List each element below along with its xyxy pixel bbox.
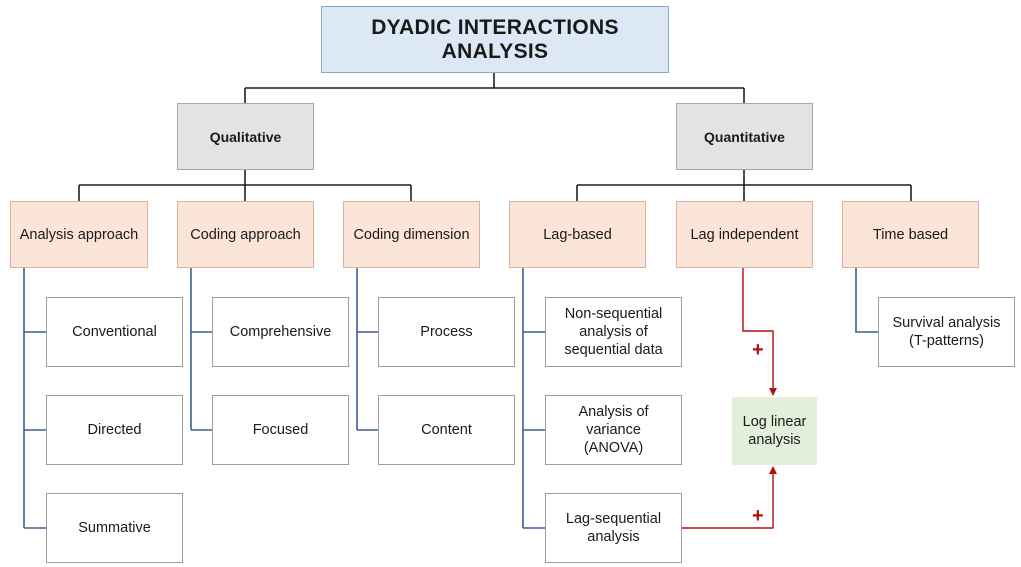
tree-lines [78,73,912,201]
survival-analysis-node: Survival analysis (T-patterns) [878,297,1015,367]
qualitative-node: Qualitative [177,103,314,170]
coding-approach-node: Coding approach [177,201,314,268]
coding-dimension-node: Coding dimension [343,201,480,268]
process-node: Process [378,297,515,367]
analysis-approach-node: Analysis approach [10,201,148,268]
branch-lines [23,268,878,529]
content-node: Content [378,395,515,465]
non-sequential-analysis-node: Non-sequential analysis of sequential da… [545,297,682,367]
log-linear-analysis-node: Log linear analysis [732,397,817,465]
focused-node: Focused [212,395,349,465]
summative-node: Summative [46,493,183,563]
plus-sign-upper: + [752,339,764,361]
lag-sequential-analysis-node: Lag-sequential analysis [545,493,682,563]
quantitative-node: Quantitative [676,103,813,170]
directed-node: Directed [46,395,183,465]
log-linear-arrows [682,268,777,529]
comprehensive-node: Comprehensive [212,297,349,367]
lag-independent-node: Lag independent [676,201,813,268]
diagram-title: DYADIC INTERACTIONS ANALYSIS [321,6,669,73]
conventional-node: Conventional [46,297,183,367]
lag-based-node: Lag-based [509,201,646,268]
time-based-node: Time based [842,201,979,268]
anova-node: Analysis of variance (ANOVA) [545,395,682,465]
plus-sign-lower: + [752,505,764,527]
